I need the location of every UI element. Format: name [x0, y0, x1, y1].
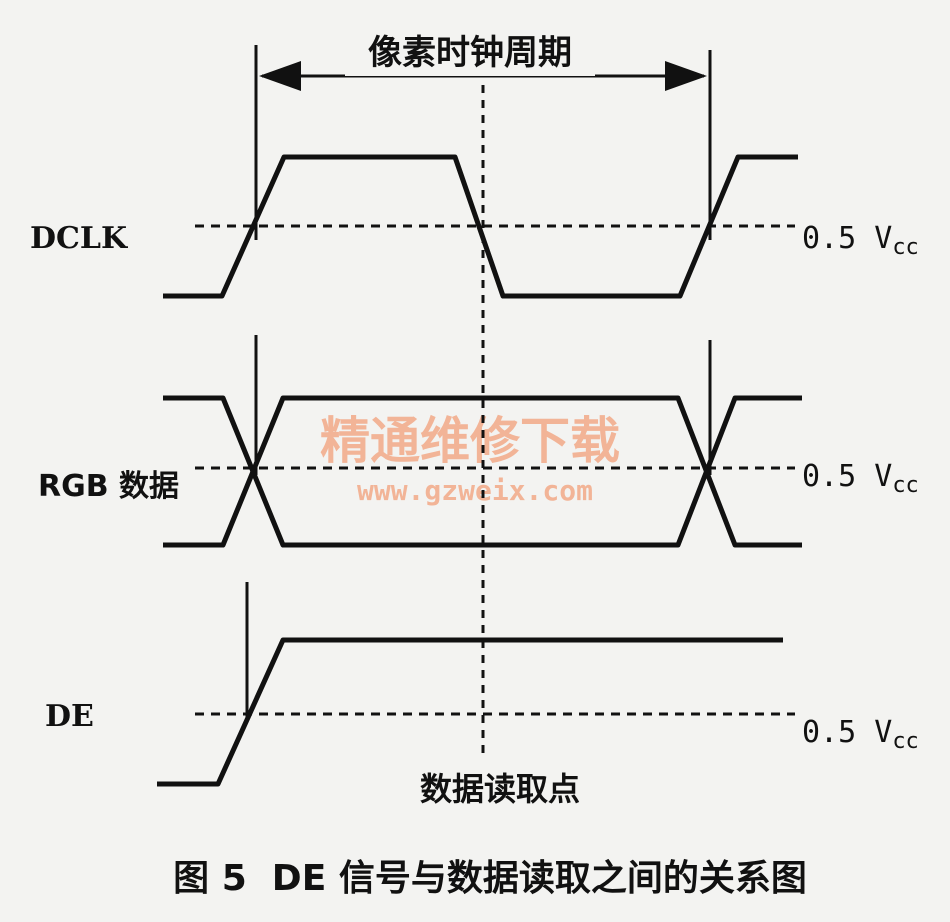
de-waveform — [157, 637, 783, 787]
rgb-threshold-label: 0.5 Vcc — [802, 459, 919, 498]
dclk-row: DCLK 0.5 Vcc — [30, 154, 919, 299]
figure-caption: 图 5 DE 信号与数据读取之间的关系图 — [173, 858, 807, 899]
rgb-waveform-lower — [163, 395, 802, 548]
dclk-threshold-label: 0.5 Vcc — [802, 221, 919, 260]
de-threshold-label: 0.5 Vcc — [802, 715, 919, 754]
de-label: DE — [45, 699, 94, 734]
dclk-label: DCLK — [30, 221, 128, 256]
period-indicator: 像素时钟周期 — [254, 30, 712, 240]
watermark-url: www.gzweix.com — [357, 474, 593, 507]
dclk-waveform — [163, 154, 798, 299]
rgb-label: RGB 数据 — [38, 469, 179, 504]
watermark-cn: 精通维修下载 — [320, 412, 620, 470]
watermark: 精通维修下载 www.gzweix.com — [320, 412, 620, 507]
rgb-row: RGB 数据 0.5 Vcc — [38, 335, 919, 548]
rgb-waveform-upper — [163, 395, 802, 548]
period-title: 像素时钟周期 — [368, 33, 572, 73]
sample-label: 数据读取点 — [420, 770, 580, 808]
de-row: DE 0.5 Vcc — [45, 582, 919, 787]
